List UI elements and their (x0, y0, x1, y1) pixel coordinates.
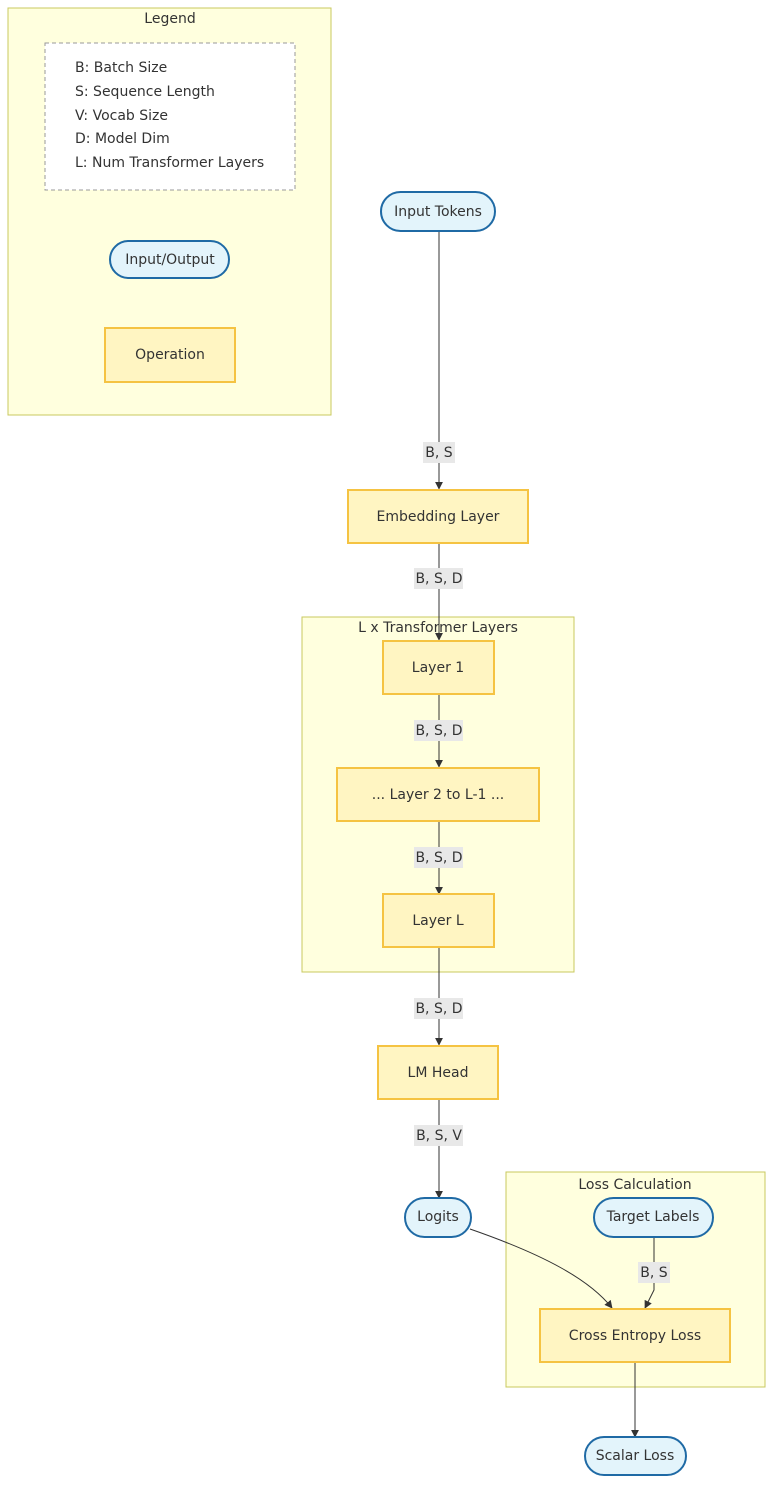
edge-label-text: B, S, D (415, 723, 462, 739)
input-tokens-node[interactable]: Input Tokens (380, 191, 496, 232)
logits-node[interactable]: Logits (404, 1197, 472, 1238)
legend-key-box (44, 42, 296, 191)
legend-operation-example: Operation (104, 327, 236, 383)
target-labels-label: Target Labels (606, 1209, 700, 1225)
target-labels-node[interactable]: Target Labels (593, 1197, 714, 1238)
edge-label-text: B, S (640, 1265, 668, 1281)
legend-title: Legend (144, 11, 195, 27)
embedding-layer-label: Embedding Layer (377, 509, 500, 525)
embedding-layer-node[interactable]: Embedding Layer (347, 489, 529, 544)
edge-label-embedding-layer1: B, S, D (414, 568, 463, 589)
legend-io-label: Input/Output (125, 252, 215, 268)
loss-calculation-title: Loss Calculation (578, 1177, 691, 1193)
edge-label-text: B, S, D (415, 571, 462, 587)
edge-label-targets-loss: B, S (638, 1262, 670, 1283)
edge-label-lmhead-logits: B, S, V (414, 1125, 463, 1146)
layer-mid-label: ... Layer 2 to L-1 ... (372, 787, 504, 803)
layer-1-node[interactable]: Layer 1 (382, 640, 495, 695)
legend-line-sequence: S: Sequence Length (75, 84, 215, 100)
legend-line-layers: L: Num Transformer Layers (75, 155, 264, 171)
cross-entropy-loss-node[interactable]: Cross Entropy Loss (539, 1308, 731, 1363)
logits-label: Logits (417, 1209, 459, 1225)
layer-l-node[interactable]: Layer L (382, 893, 495, 948)
legend-line-vocab: V: Vocab Size (75, 108, 168, 124)
layer-l-label: Layer L (412, 913, 463, 929)
layer-mid-node[interactable]: ... Layer 2 to L-1 ... (336, 767, 540, 822)
edge-label-text: B, S, D (415, 1001, 462, 1017)
input-tokens-label: Input Tokens (394, 204, 482, 220)
edge-label-mid-layerl: B, S, D (414, 847, 463, 868)
edge-targets-to-loss (644, 1237, 655, 1309)
edge-label-text: B, S, D (415, 850, 462, 866)
lm-head-label: LM Head (408, 1065, 469, 1081)
edge-label-layerl-lmhead: B, S, D (414, 998, 463, 1019)
edge-labels: B, S B, S, D B, S, D B, S, D B, S, D B, … (414, 442, 670, 1283)
legend-operation-label: Operation (135, 347, 205, 363)
edge-label-text: B, S (425, 445, 453, 461)
legend-cluster: Legend B: Batch Size S: Sequence Length … (7, 7, 332, 416)
edge-label-tokens-embedding: B, S (423, 442, 455, 463)
scalar-loss-label: Scalar Loss (596, 1448, 675, 1464)
layer-1-label: Layer 1 (412, 660, 464, 676)
transformer-layers-title: L x Transformer Layers (358, 620, 518, 636)
edge-label-text: B, S, V (416, 1128, 462, 1144)
edge-label-layer1-mid: B, S, D (414, 720, 463, 741)
edge-logits-to-loss (469, 1228, 613, 1309)
legend-io-example: Input/Output (109, 240, 230, 279)
legend-line-model-dim: D: Model Dim (75, 131, 170, 147)
scalar-loss-node[interactable]: Scalar Loss (584, 1436, 687, 1476)
legend-line-batch: B: Batch Size (75, 60, 167, 76)
lm-head-node[interactable]: LM Head (377, 1045, 499, 1100)
nodes: Input Tokens Embedding Layer Layer 1 ...… (336, 191, 731, 1476)
cross-entropy-loss-label: Cross Entropy Loss (569, 1328, 701, 1344)
